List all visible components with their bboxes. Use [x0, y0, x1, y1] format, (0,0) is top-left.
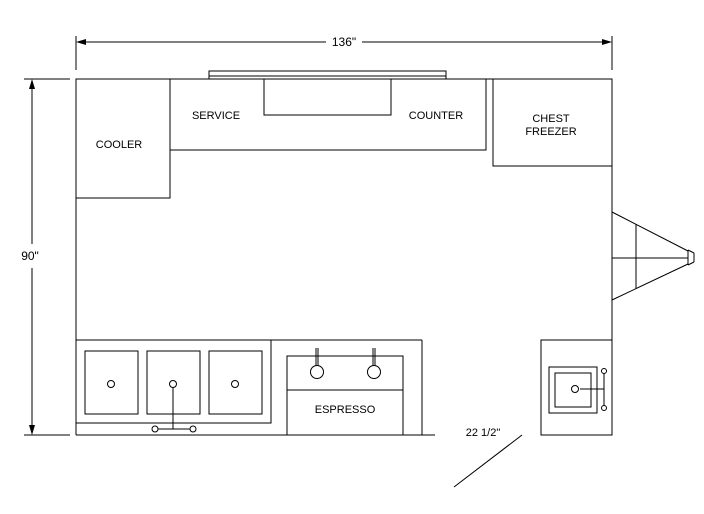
width-dimension: 136" — [75, 35, 613, 70]
espresso-group-head-right-icon — [367, 348, 381, 379]
width-label: 136" — [332, 35, 356, 49]
height-dimension: 90" — [21, 78, 70, 436]
espresso-label: ESPRESSO — [315, 404, 376, 416]
hand-sink — [540, 339, 613, 436]
trailer-hitch — [611, 211, 695, 301]
service-counter: SERVICE COUNTER — [169, 78, 487, 151]
sink-basin-3 — [208, 350, 263, 415]
chest-freezer: CHEST FREEZER — [492, 78, 613, 167]
lower-counter — [76, 339, 423, 435]
height-label: 90" — [21, 249, 39, 263]
sink-basin-1 — [84, 350, 139, 415]
counter-cutout — [263, 78, 392, 116]
chest-freezer-label-2: FREEZER — [525, 126, 576, 138]
door-width-label: 22 1/2" — [466, 427, 501, 439]
drain-2-icon — [169, 380, 177, 388]
cooler: COOLER — [75, 78, 171, 199]
drain-3-icon — [231, 380, 239, 388]
counter-label: COUNTER — [409, 110, 463, 122]
cooler-label: COOLER — [96, 139, 143, 151]
hand-sink-drain-icon — [571, 385, 579, 393]
chest-freezer-label-1: CHEST — [532, 113, 570, 125]
sink-faucet-icon — [151, 388, 197, 433]
service-label: SERVICE — [192, 110, 240, 122]
service-window — [208, 70, 447, 79]
hand-sink-faucet-icon — [580, 368, 607, 411]
espresso-group-head-left-icon — [310, 348, 324, 379]
drain-1-icon — [107, 380, 115, 388]
espresso-station: ESPRESSO — [286, 348, 404, 436]
door: 22 1/2" — [453, 427, 523, 488]
three-compartment-sink — [75, 339, 272, 433]
